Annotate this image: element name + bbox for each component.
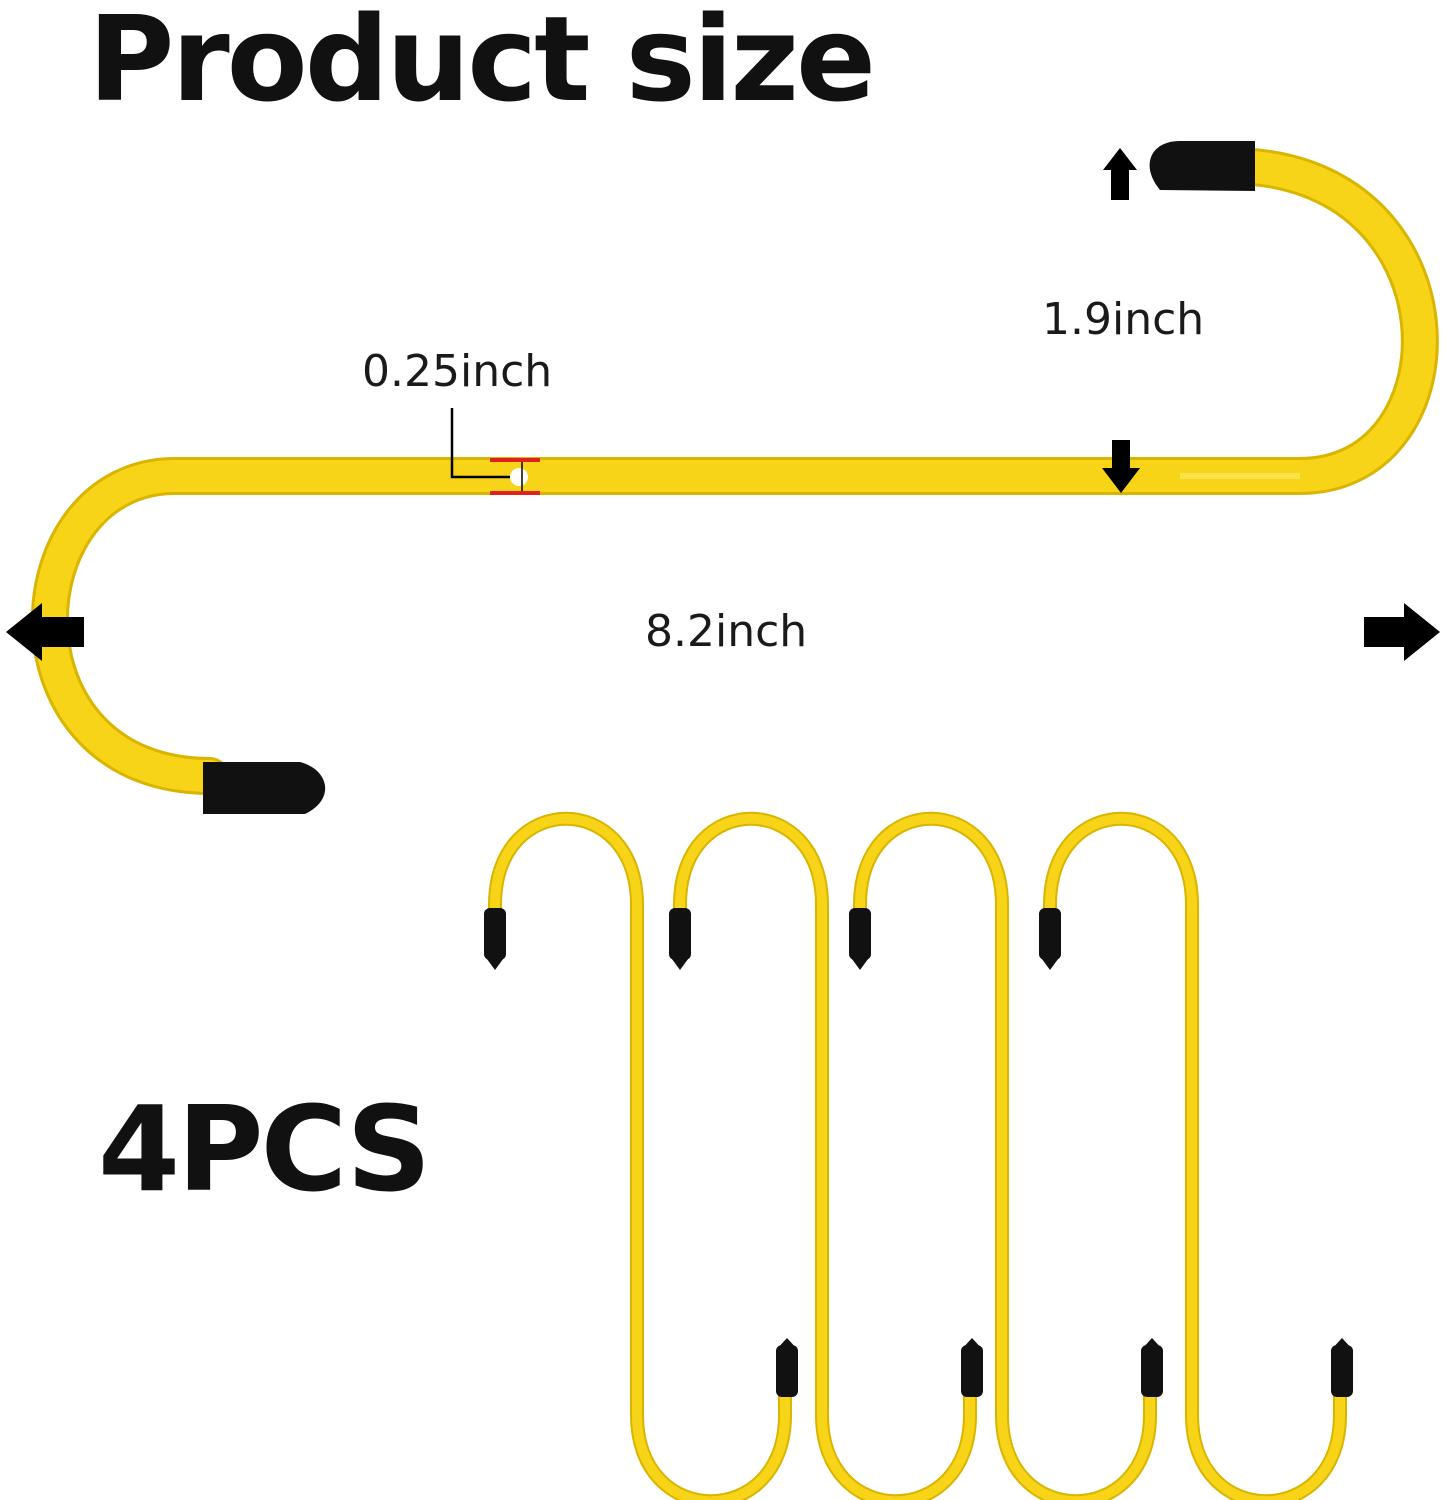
end-cap-bottom: [203, 762, 326, 814]
total-length-label: 8.2inch: [645, 606, 808, 657]
arrow-left-icon: [6, 603, 84, 661]
s-hook-small-group: [484, 811, 1353, 1500]
hook-height-label: 1.9inch: [1042, 294, 1205, 345]
end-cap-top: [1149, 141, 1255, 191]
arrow-up-icon: [1103, 148, 1137, 200]
s-hook-large: [30, 141, 1439, 814]
rod-diameter-label: 0.25inch: [362, 346, 553, 397]
s-hook-small-2: [669, 811, 983, 1500]
s-hook-small-1: [484, 811, 798, 1500]
arrow-right-icon: [1364, 603, 1440, 661]
s-hook-small-3: [849, 811, 1163, 1500]
quantity-label: 4PCS: [98, 1080, 431, 1218]
page-title: Product size: [88, 0, 876, 128]
diameter-marker: [450, 408, 540, 495]
arrow-down-icon: [1102, 440, 1140, 493]
s-hook-small-4: [1039, 811, 1353, 1500]
